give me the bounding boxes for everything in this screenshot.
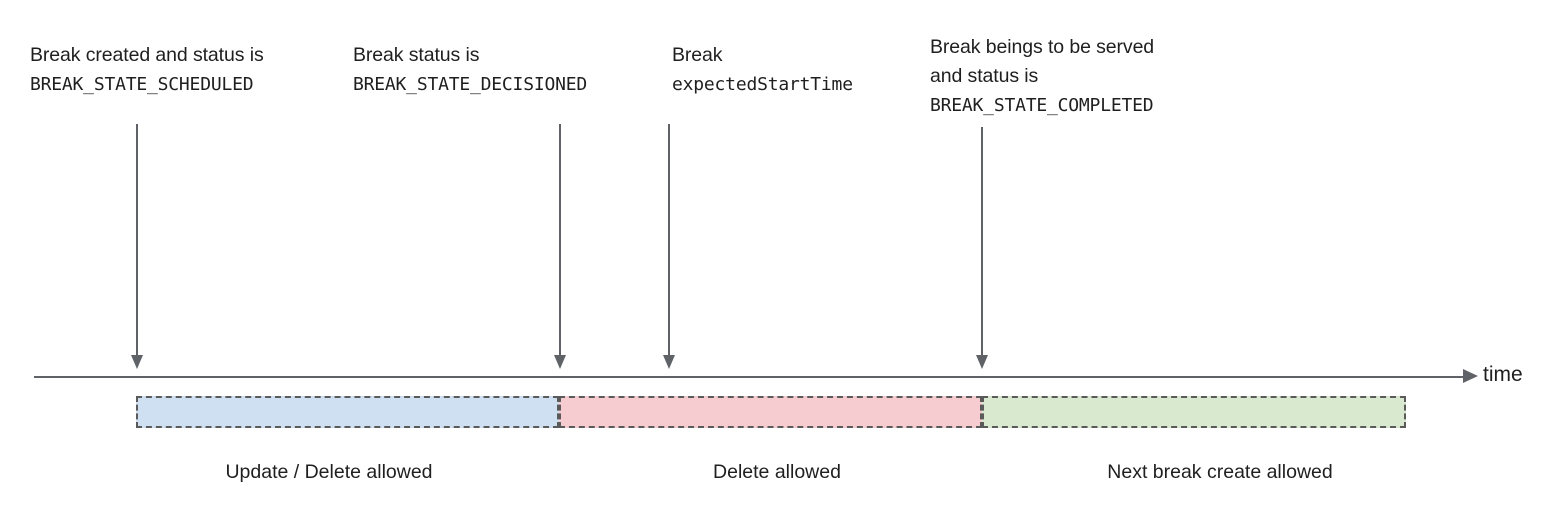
event-marker-arrow-scheduled — [131, 124, 144, 369]
phase-caption-update-delete: Update / Delete allowed — [225, 461, 433, 483]
phase-caption-delete-only: Delete allowed — [713, 461, 841, 483]
event-label-line3: BREAK_STATE_COMPLETED — [930, 95, 1154, 116]
arrow-head-icon — [663, 355, 675, 369]
event-label-line2: expectedStartTime — [672, 74, 853, 95]
event-marker-arrow-completed — [976, 127, 989, 369]
arrow-head-icon — [554, 355, 566, 369]
event-marker-arrow-decisioned — [554, 124, 567, 369]
event-label-expected-start: Break expectedStartTime — [672, 41, 853, 99]
event-label-scheduled: Break created and status is BREAK_STATE_… — [30, 41, 264, 99]
event-label-line1: Break created and status is — [30, 44, 264, 66]
time-axis-line — [34, 376, 1469, 378]
arrow-shaft — [136, 124, 138, 356]
arrow-head-icon — [131, 355, 143, 369]
event-label-line1: Break status is — [353, 44, 480, 66]
arrow-shaft — [559, 124, 561, 356]
phase-bar-delete-only — [559, 396, 982, 428]
event-label-line1: Break — [672, 44, 723, 66]
event-label-completed: Break beings to be served and status is … — [930, 33, 1154, 120]
event-label-line1: Break beings to be served — [930, 36, 1155, 58]
phase-bar-next-break-create — [982, 396, 1406, 428]
event-label-line2: BREAK_STATE_SCHEDULED — [30, 74, 254, 95]
event-label-line2: BREAK_STATE_DECISIONED — [353, 74, 588, 95]
event-label-decisioned: Break status is BREAK_STATE_DECISIONED — [353, 41, 587, 99]
time-axis-arrow-head-icon — [1463, 369, 1478, 383]
arrow-shaft — [981, 127, 983, 356]
event-label-line2: and status is — [930, 65, 1039, 87]
phase-bar-update-delete — [136, 396, 559, 428]
arrow-shaft — [668, 124, 670, 356]
phase-caption-next-break-create: Next break create allowed — [1107, 461, 1333, 483]
arrow-head-icon — [976, 355, 988, 369]
event-marker-arrow-expected-start — [663, 124, 676, 369]
time-axis-label: time — [1483, 363, 1523, 386]
